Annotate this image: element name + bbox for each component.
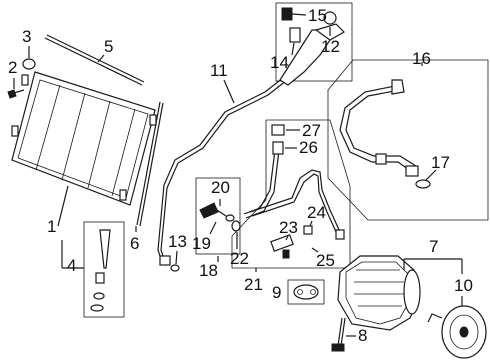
callout-15: 15 — [308, 6, 327, 25]
condenser-part — [11, 71, 157, 206]
callout-5: 5 — [104, 37, 113, 56]
callout-21: 21 — [244, 275, 263, 294]
cap-part-27 — [271, 124, 285, 136]
callout-20: 20 — [211, 178, 230, 197]
o-ring-part-22 — [231, 220, 241, 232]
callout-3: 3 — [22, 27, 31, 46]
callout-7: 7 — [429, 237, 438, 256]
callout-6: 6 — [130, 234, 139, 253]
compressor-part — [337, 255, 421, 331]
callout-27: 27 — [302, 121, 321, 140]
seal-strip-part-5 — [44, 37, 143, 86]
seal-part-3 — [22, 58, 36, 70]
callout-23: 23 — [279, 218, 298, 237]
sensor-part-19 — [199, 202, 235, 222]
side-seal-part-6 — [136, 101, 161, 226]
valve-part-26 — [272, 141, 284, 155]
fitting-group-box — [275, 2, 353, 82]
callout-4: 4 — [67, 256, 76, 275]
callout-9: 9 — [272, 283, 281, 302]
callout-10: 10 — [454, 276, 473, 295]
o-ring-part-12 — [323, 11, 337, 25]
callout-26: 26 — [299, 138, 318, 157]
callout-12: 12 — [321, 37, 340, 56]
callout-18: 18 — [199, 261, 218, 280]
suction-hose-part — [339, 79, 419, 177]
callout-24: 24 — [307, 203, 326, 222]
callout-8: 8 — [358, 326, 367, 345]
gasket-part-9 — [293, 284, 319, 300]
callout-1: 1 — [47, 217, 56, 236]
clutch-part — [427, 305, 487, 359]
callout-13: 13 — [168, 232, 187, 251]
discharge-hose-part — [157, 62, 306, 266]
callout-16: 16 — [412, 49, 431, 68]
sensor-group-box — [195, 177, 241, 255]
switch-part-23 — [270, 234, 294, 259]
callout-2: 2 — [8, 58, 17, 77]
callout-19: 19 — [192, 234, 211, 253]
callout-22: 22 — [230, 249, 249, 268]
callout-11: 11 — [210, 61, 228, 80]
valve-part-14 — [289, 27, 301, 43]
liquid-line-box — [231, 119, 351, 269]
bolt-part-2 — [7, 89, 25, 99]
valve-part-24 — [303, 225, 313, 235]
suction-hose-box — [327, 59, 489, 221]
drier-kit-part — [83, 221, 125, 318]
callout-14: 14 — [270, 53, 289, 72]
bolt-part-8 — [331, 317, 346, 352]
callout-17: 17 — [431, 153, 450, 172]
gasket-box — [287, 279, 325, 305]
o-ring-part-13 — [170, 264, 180, 272]
callout-25: 25 — [316, 251, 335, 270]
cap-part-15 — [281, 7, 293, 21]
liquid-line-part — [243, 149, 345, 240]
o-ring-part-17 — [415, 179, 431, 189]
